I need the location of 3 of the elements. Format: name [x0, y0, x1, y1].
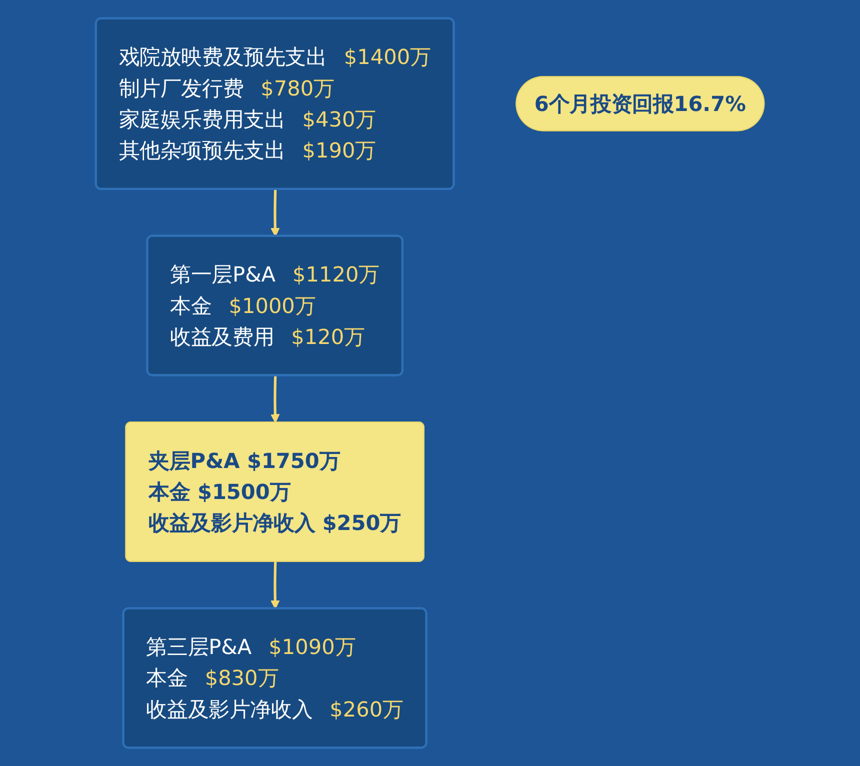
arrow — [270, 376, 280, 423]
arrow — [270, 189, 280, 237]
arrow — [270, 562, 280, 610]
